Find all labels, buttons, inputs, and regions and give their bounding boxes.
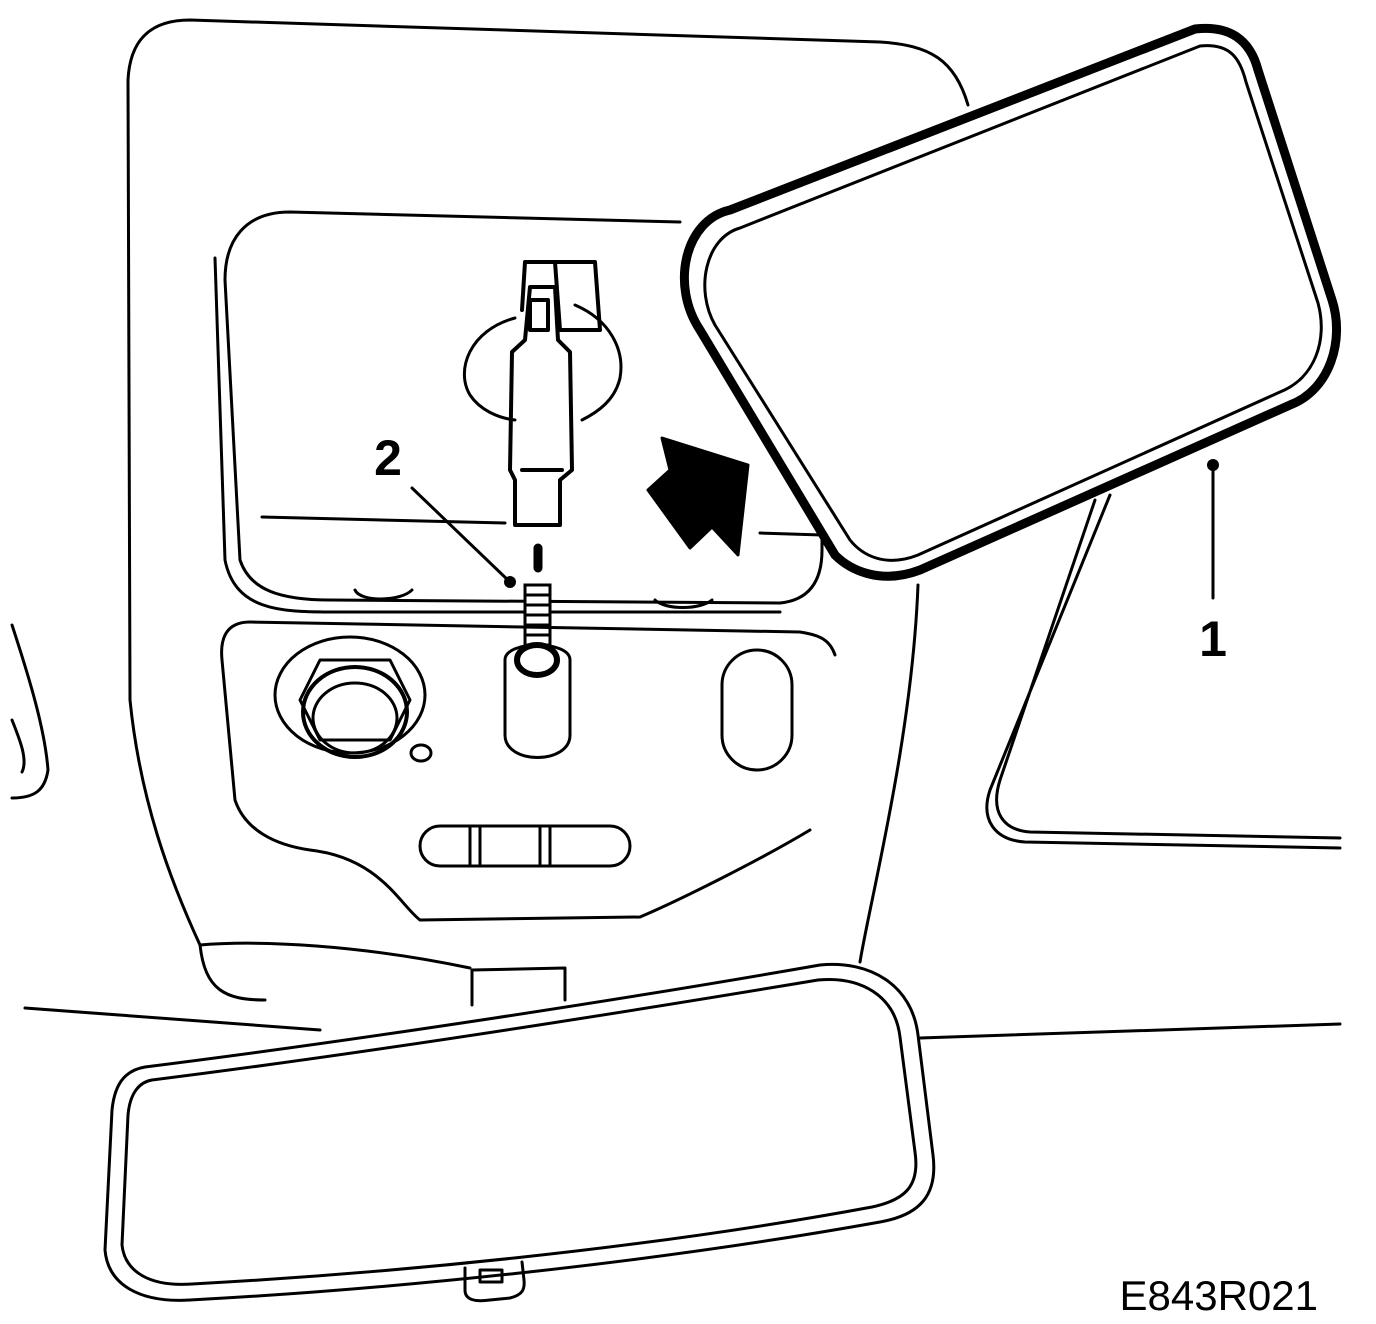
rearview-mirror-inner: [120, 977, 918, 1286]
bulb-holder: [520, 260, 602, 332]
knob-dot: [409, 743, 433, 763]
callout-2-leader: [410, 486, 512, 584]
callout-2-label: 2: [374, 430, 402, 486]
slider-slot-divider: [468, 826, 552, 866]
headliner-line-right: [918, 1022, 1342, 1040]
console-right-edge: [858, 583, 920, 964]
rearview-mirror-outer: [103, 962, 936, 1302]
screw-thread: [523, 593, 552, 637]
removed-lens-inner: [703, 44, 1323, 562]
left-pillar-edge: [10, 623, 50, 800]
console-outer-panel: [126, 18, 970, 1002]
console-slider-slot: [418, 824, 632, 868]
lamp-clip-left: [353, 588, 414, 601]
console-lower-recess: [220, 620, 837, 922]
mirror-mount-bottom: [463, 1260, 526, 1303]
bulb-icon: [508, 285, 574, 527]
callout-1-label: 1: [1199, 611, 1227, 667]
lamp-frame-inner: [213, 256, 782, 614]
knob-inner: [311, 681, 399, 755]
knob-hex: [298, 658, 412, 742]
removal-arrow-icon: [646, 436, 750, 557]
screw-head: [514, 642, 560, 678]
mirror-mount-slot: [478, 1268, 504, 1284]
screw-boss: [503, 643, 572, 759]
lamp-opening-frame: [223, 210, 824, 605]
removed-lens-outer: [680, 23, 1342, 581]
lamp-lens-line: [260, 515, 824, 537]
console-right-slot: [720, 648, 794, 772]
windshield-trim: [985, 493, 1342, 850]
knob-ring: [301, 665, 409, 759]
lamp-clip-right: [653, 598, 714, 609]
console-bottom-edge: [198, 941, 472, 970]
mirror-mount-top: [470, 966, 567, 1007]
headliner-line-left: [23, 1006, 322, 1032]
figure-code: E843R021: [1120, 1272, 1319, 1319]
left-pillar-inner: [10, 718, 26, 774]
